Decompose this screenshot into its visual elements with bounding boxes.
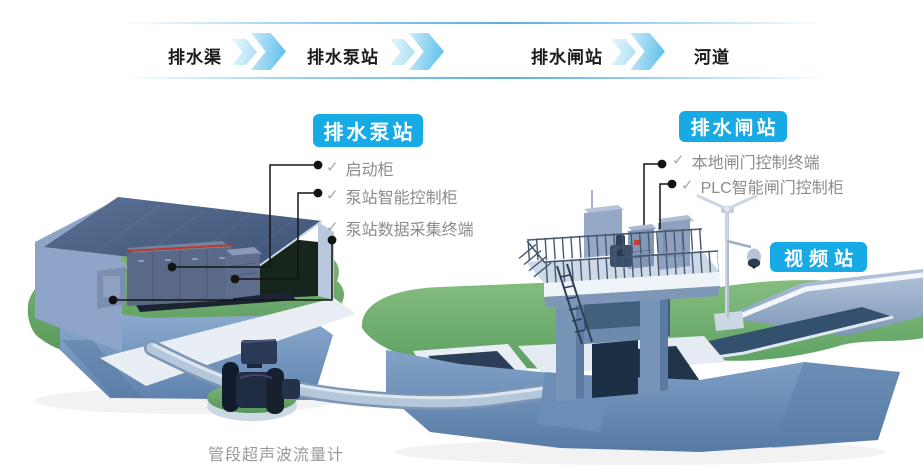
list-item: ✓ 泵站智能控制柜 xyxy=(326,184,458,208)
list-item: ✓ 启动柜 xyxy=(326,156,394,180)
video-station-badge: 视频站 xyxy=(770,242,867,272)
data-terminal-box xyxy=(97,262,128,309)
check-icon: ✓ xyxy=(681,177,694,194)
access-ladder xyxy=(556,263,593,345)
flow-bar-bottom-line xyxy=(120,77,829,79)
gate-station-badge: 排水闸站 xyxy=(679,111,787,142)
callout-dots xyxy=(108,159,677,305)
wind-turbine xyxy=(696,194,758,331)
check-icon: ✓ xyxy=(672,152,685,169)
list-item-label: PLC智能闸门控制柜 xyxy=(700,180,844,197)
gate-structure xyxy=(518,190,720,402)
flow-bar-top-line xyxy=(120,22,824,24)
flow-step-drain-channel: 排水渠 xyxy=(168,48,222,67)
flowmeter-label: 管段超声波流量计 xyxy=(208,447,345,464)
chevron-right-icon xyxy=(232,33,286,70)
check-icon: ✓ xyxy=(326,187,339,204)
right-base xyxy=(386,350,900,452)
list-item: ✓ 泵站数据采集终端 xyxy=(326,216,474,240)
flow-step-river: 河道 xyxy=(694,48,730,67)
house-floor xyxy=(100,298,356,386)
check-icon: ✓ xyxy=(326,159,339,176)
chevron-right-icon xyxy=(390,33,444,70)
list-item-label: 本地闸门控制终端 xyxy=(691,155,820,172)
starter-cabinet xyxy=(126,241,296,312)
chevron-right-icon xyxy=(611,33,665,70)
platform-railing xyxy=(518,228,719,283)
list-item-label: 泵站数据采集终端 xyxy=(345,222,474,239)
surveillance-camera xyxy=(726,239,761,269)
pump-house xyxy=(35,197,356,386)
pump-station-badge: 排水泵站 xyxy=(313,114,423,147)
drain-pipe xyxy=(144,339,610,432)
flow-step-gate-station: 排水闸站 xyxy=(531,48,603,67)
platform-edge xyxy=(544,272,720,297)
list-item: ✓ PLC智能闸门控制柜 xyxy=(681,174,844,198)
smart-control-cabinet xyxy=(226,247,262,299)
list-item-label: 泵站智能控制柜 xyxy=(345,190,458,207)
callout-lines xyxy=(113,163,672,301)
list-item: ✓ 本地闸门控制终端 xyxy=(672,149,820,173)
gate-opening xyxy=(592,340,638,398)
ultrasonic-flowmeter xyxy=(222,339,300,414)
list-item-label: 启动柜 xyxy=(345,162,394,179)
flow-step-pump-station: 排水泵站 xyxy=(307,48,379,67)
check-icon: ✓ xyxy=(326,219,339,236)
